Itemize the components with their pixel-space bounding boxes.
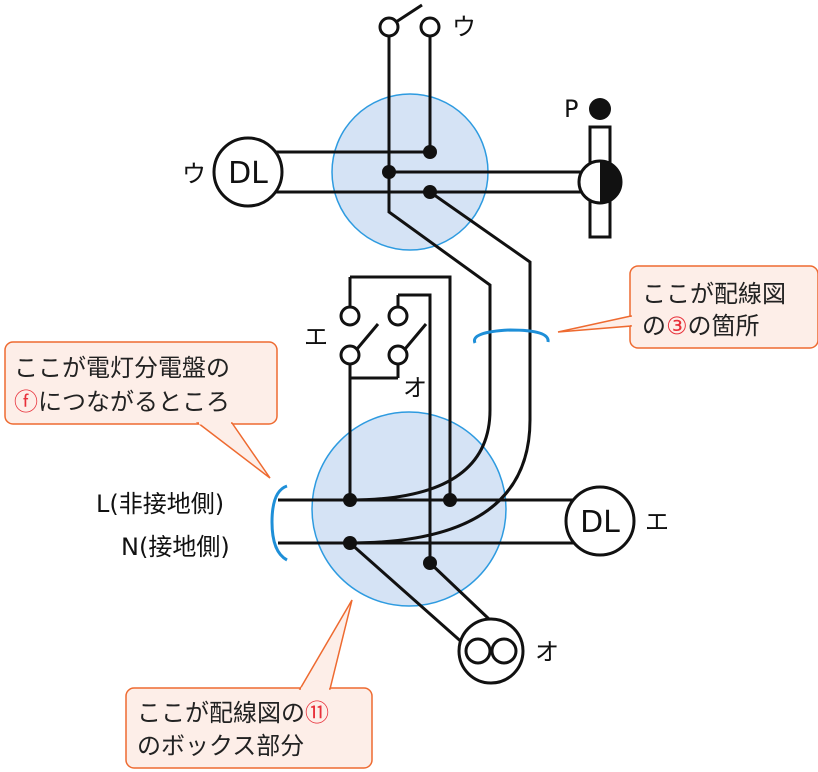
pilot-lamp-dot bbox=[589, 98, 611, 120]
dl-light-e: DL bbox=[564, 485, 636, 557]
dl-e-label: DL bbox=[580, 505, 620, 540]
callout-3-line-2: のボックス部分 bbox=[137, 732, 304, 760]
line-sleeve-mark bbox=[270, 484, 288, 562]
junction-box-lower bbox=[311, 411, 507, 607]
svg-text:ⓕにつながるところ: ⓕにつながるところ bbox=[14, 388, 230, 416]
conduit-sleeve-mark bbox=[472, 328, 550, 344]
outlet-o bbox=[457, 617, 525, 685]
label-u-switch: ウ bbox=[452, 13, 476, 41]
label-e-light: エ bbox=[645, 508, 669, 536]
callout-1-number: ③ bbox=[666, 312, 688, 340]
callout-2-number: ⓕ bbox=[14, 388, 38, 416]
callout-panel: ここが電灯分電盤の ⓕにつながるところ bbox=[4, 341, 278, 479]
callout-2-line-1: ここが電灯分電盤の bbox=[14, 354, 230, 382]
callout-1-line-2-a: の bbox=[642, 312, 666, 340]
dl-light-u: DL bbox=[212, 136, 284, 208]
label-o-switch: オ bbox=[403, 374, 427, 402]
callout-2-line-2: につながるところ bbox=[38, 388, 230, 416]
callout-1-line-2-b: の箇所 bbox=[688, 312, 760, 340]
label-u-light: ウ bbox=[182, 160, 206, 188]
callout-3-number: ⑪ bbox=[305, 699, 329, 727]
label-line-n: N(接地側) bbox=[121, 533, 230, 561]
pilot-lamp-switch bbox=[577, 98, 623, 239]
label-e-switch: エ bbox=[304, 323, 328, 351]
switch-u bbox=[378, 3, 441, 38]
dl-u-label: DL bbox=[228, 156, 268, 191]
label-o-outlet: オ bbox=[535, 638, 559, 666]
svg-text:の③の箇所: の③の箇所 bbox=[642, 312, 760, 340]
switch-e-o bbox=[339, 305, 428, 366]
callout-conduit: ここが配線図 の③の箇所 bbox=[557, 265, 818, 349]
junction-dots bbox=[343, 145, 457, 570]
svg-text:ここが配線図の⑪: ここが配線図の⑪ bbox=[137, 699, 329, 727]
callout-1-line-1: ここが配線図 bbox=[642, 280, 786, 308]
label-pilot: P bbox=[564, 95, 578, 123]
callout-box: ここが配線図の⑪ のボックス部分 bbox=[125, 599, 373, 769]
callout-3-line-1: ここが配線図の bbox=[137, 699, 305, 727]
label-line-l: L(非接地側) bbox=[96, 490, 224, 518]
